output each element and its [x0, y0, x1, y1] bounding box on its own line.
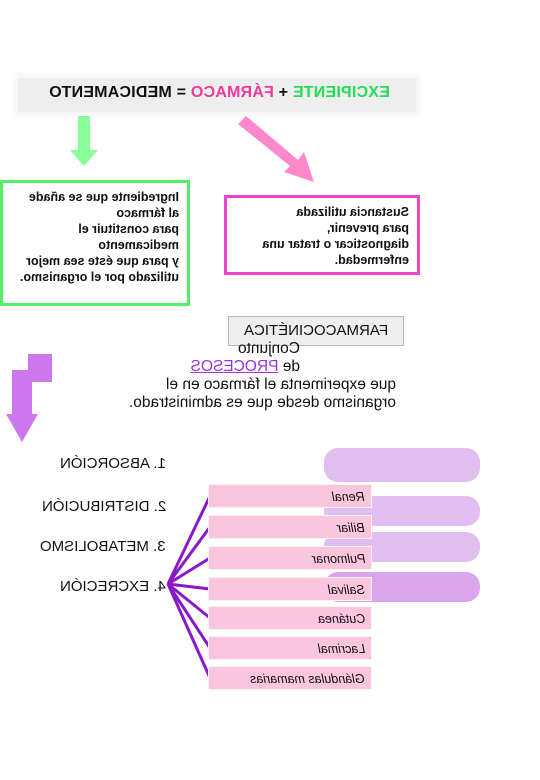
farmacocinetica-definition: Conjunto de PROCESOS que experimenta el … — [86, 340, 396, 412]
route-lacrimal: Lacrimal — [208, 636, 372, 660]
step-excrecion: 4. EXCRECIÓN — [0, 578, 166, 595]
step-absorcion-label: 1. ABSORCIÓN — [60, 455, 166, 472]
excipient-line: medicamento — [98, 238, 179, 252]
drug-line: para prevenir, — [327, 221, 409, 235]
step-absorcion: 1. ABSORCIÓN — [0, 455, 166, 472]
step-distribucion-label: 2. DISTRIBUCIÓN — [41, 498, 166, 515]
pink-diagonal-arrow — [238, 116, 314, 182]
excipient-definition-text: Ingrediente que se añade al fármaco para… — [11, 189, 179, 285]
excipient-definition-box: Ingrediente que se añade al fármaco para… — [0, 180, 190, 306]
step-metabolismo: 3. METABOLISMO — [0, 538, 166, 555]
drug-line: enfermedad. — [334, 253, 409, 267]
title-banner — [18, 78, 416, 112]
excipient-line: para constituir el — [78, 222, 179, 236]
step-excrecion-label: 4. EXCRECIÓN — [60, 578, 166, 595]
route-salival: Salival — [208, 577, 372, 601]
route-pulmonar: Pulmonar — [208, 546, 372, 570]
route-label: Cutánea — [317, 612, 365, 626]
excipient-line: y para que éste sea mejor — [26, 254, 179, 268]
route-cutanea: Cutánea — [208, 606, 372, 630]
excretion-branch-lines — [166, 495, 212, 679]
route-glandulas-mamarias: Glándulas mamarias — [208, 666, 372, 690]
route-label: Renal — [332, 490, 365, 504]
definition-de: de — [282, 358, 300, 375]
excipient-line: Ingrediente que se añade — [28, 190, 179, 204]
step-metabolismo-label: 3. METABOLISMO — [40, 538, 166, 555]
purple-elbow-arrow — [6, 354, 52, 442]
procesos-link[interactable]: PROCESOS — [190, 358, 279, 375]
drug-definition-text: Sustancia utilizada para prevenir, diagn… — [235, 204, 409, 268]
drug-line: Sustancia utilizada — [296, 205, 409, 219]
green-down-arrow — [70, 116, 98, 166]
definition-line-4: organismo desde que es administrado. — [128, 394, 396, 411]
definition-line-2: de PROCESOS — [86, 358, 396, 376]
drug-line: diagnosticar o tratar una — [262, 237, 409, 251]
definition-line-3: que experimenta el fármaco en el — [165, 376, 396, 393]
route-label: Salival — [328, 583, 365, 597]
farmacocinetica-definition-text: Conjunto de PROCESOS que experimenta el … — [86, 340, 396, 412]
route-label: Biliar — [337, 521, 365, 535]
route-label: Glándulas mamarias — [250, 672, 365, 686]
route-label: Lacrimal — [317, 642, 365, 656]
step-distribucion: 2. DISTRIBUCIÓN — [0, 498, 166, 515]
route-renal: Renal — [208, 484, 372, 508]
definition-line-1: Conjunto — [237, 340, 300, 357]
farmacocinetica-label: FARMACOCINÉTICA — [228, 316, 404, 346]
drug-definition-box: Sustancia utilizada para prevenir, diagn… — [224, 195, 420, 275]
route-label: Pulmonar — [311, 552, 366, 566]
excipient-line: utilizado por el organismo. — [19, 270, 179, 284]
pill-absorcion — [324, 448, 480, 482]
excipient-line: al fármaco — [116, 206, 179, 220]
route-biliar: Biliar — [208, 515, 372, 539]
